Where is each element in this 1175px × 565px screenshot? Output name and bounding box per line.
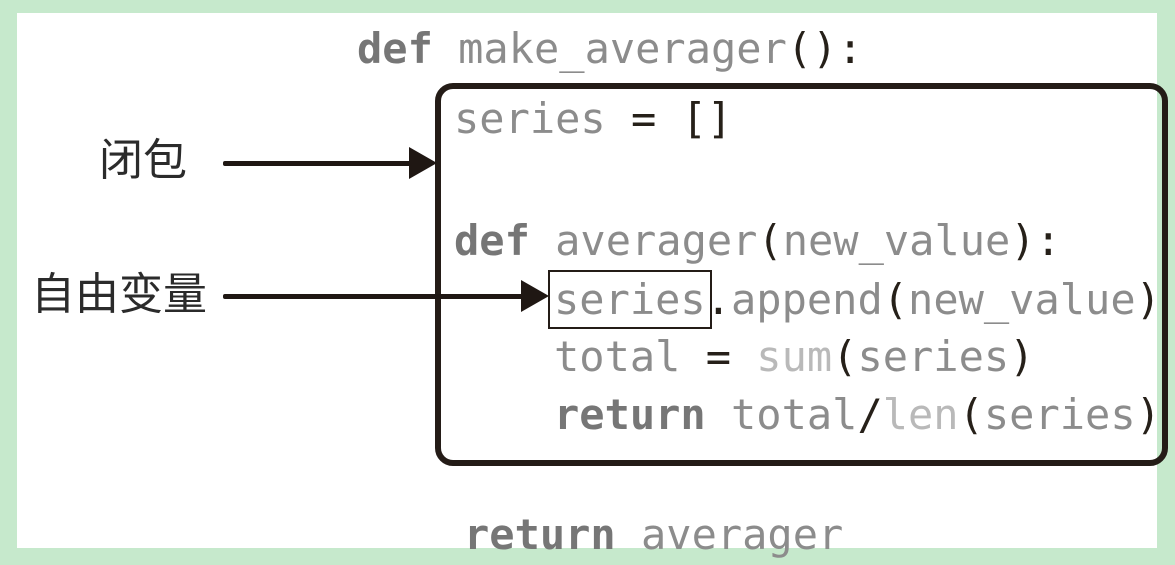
closure-arrow-head-icon xyxy=(409,147,437,179)
closure-label: 闭包 xyxy=(99,135,187,186)
code-token: new_value xyxy=(908,275,1136,324)
code-token: total xyxy=(705,390,858,439)
code-line-append: series.append(new_value) xyxy=(548,270,1161,329)
code-token: averager xyxy=(529,216,758,265)
code-token: ): xyxy=(1010,216,1061,265)
code-token: (): xyxy=(786,24,863,73)
code-token: ) xyxy=(1009,332,1035,381)
code-token: series xyxy=(857,332,1010,381)
code-token: def xyxy=(357,24,433,73)
code-token: return xyxy=(554,390,706,439)
free-variable-arrow-head-icon xyxy=(521,280,549,312)
code-token: append xyxy=(731,275,883,324)
code-token: make_averager xyxy=(432,24,787,73)
code-token: ( xyxy=(958,390,984,439)
code-token: return xyxy=(464,510,616,559)
free-variable-label: 自由变量 xyxy=(31,269,207,320)
code-token: series xyxy=(454,94,606,143)
code-line-inner-def: def averager(new_value): xyxy=(454,217,1061,265)
code-line-outer-def: def make_averager(): xyxy=(357,25,863,73)
free-variable-box: series xyxy=(548,270,712,329)
code-token: / xyxy=(857,390,883,439)
code-token: total xyxy=(554,332,681,381)
code-token: ( xyxy=(832,332,858,381)
closure-box xyxy=(435,83,1168,466)
code-token: ) xyxy=(1135,275,1161,324)
code-token: ( xyxy=(882,275,909,324)
code-token: series xyxy=(983,390,1136,439)
code-token: len xyxy=(882,390,959,439)
code-token: sum xyxy=(756,332,833,381)
code-token: . xyxy=(705,275,732,324)
code-line-inner-return: return total/len(series) xyxy=(554,391,1161,439)
code-line-outer-return: return averager xyxy=(464,511,843,559)
code-token: ) xyxy=(1135,390,1161,439)
code-token: ( xyxy=(757,216,783,265)
free-variable-arrow xyxy=(223,294,525,299)
code-line-series-init: series = [] xyxy=(454,95,732,143)
closure-arrow xyxy=(223,161,413,166)
code-token: = [] xyxy=(605,94,733,143)
code-line-total: total = sum(series) xyxy=(554,333,1034,381)
code-token: averager xyxy=(615,510,844,559)
code-token: def xyxy=(454,216,530,265)
code-token: new_value xyxy=(782,216,1011,265)
code-token: = xyxy=(680,332,757,381)
